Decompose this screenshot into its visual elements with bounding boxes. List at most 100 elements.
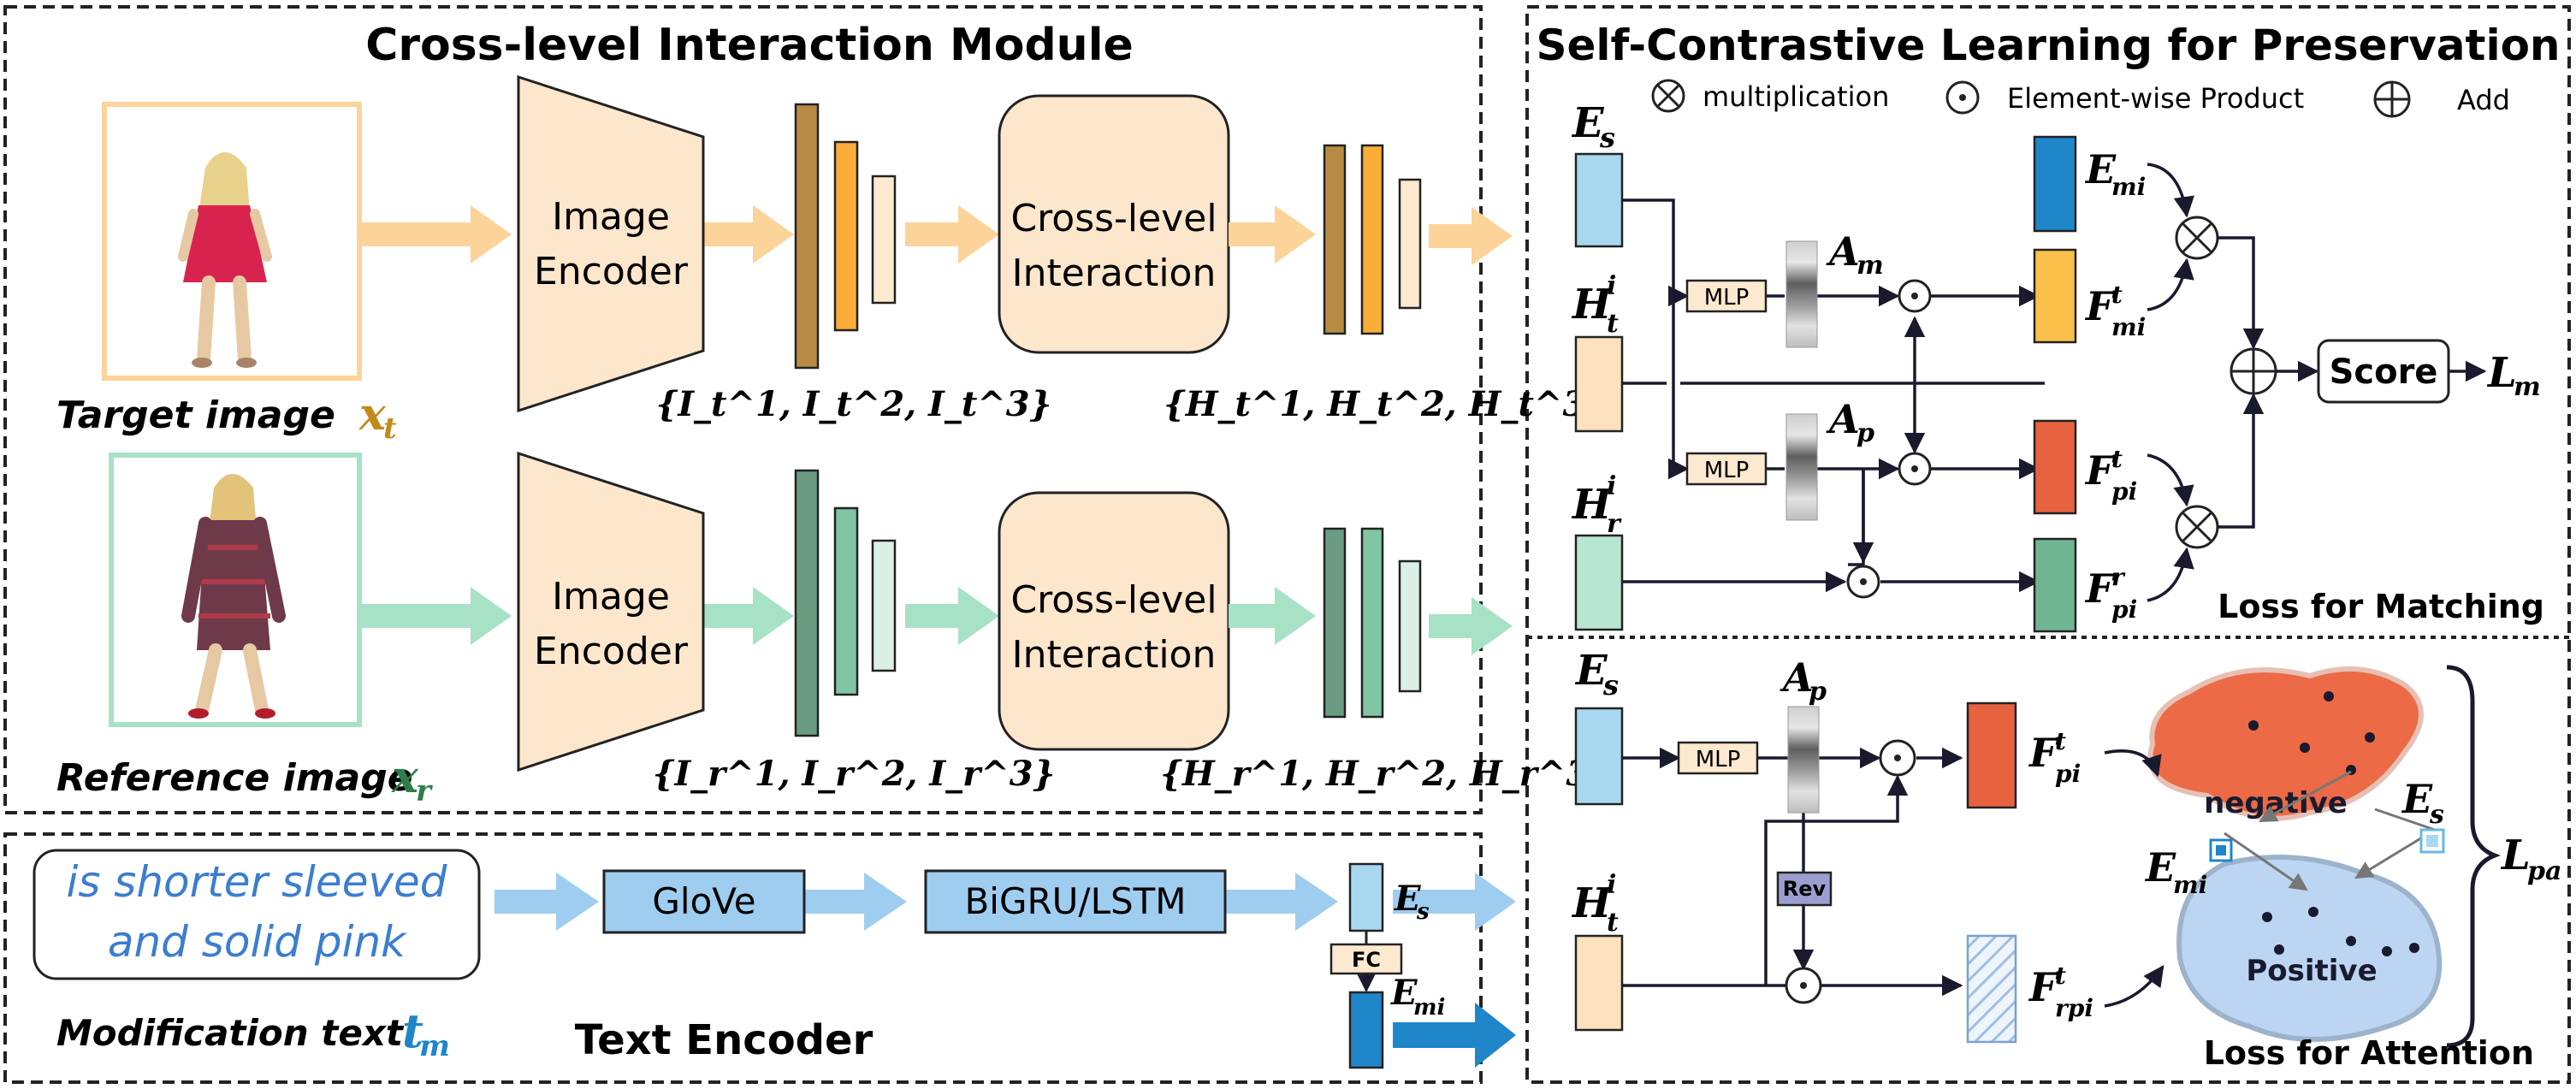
svg-text:p: p [1809,677,1827,707]
svg-text:Cross-level: Cross-level [1010,578,1217,622]
svg-text:pi: pi [2111,477,2137,506]
matching-flow-lines [1622,198,2045,593]
target-image-encoder: Image Encoder [517,74,705,413]
svg-text:m: m [419,1029,450,1063]
self-contrastive-title: Self-Contrastive Learning for Preservati… [1536,21,2560,70]
legend: multiplication Element-wise Product Add [1651,79,2510,118]
fpri-bar [2033,537,2077,633]
fpri-label: F r pi [2084,563,2137,624]
matching-hr-label: H i r [1571,471,1622,539]
svg-text:Modification text: Modification text [56,1012,405,1054]
svg-text:m: m [1856,251,1884,281]
reference-person-figure [181,474,286,719]
svg-text:i: i [1607,471,1616,501]
svg-text:Reference image: Reference image [56,756,413,800]
interaction-connector-arrows-green [1229,587,1316,645]
svg-text:A: A [1780,654,1814,701]
svg-text:m: m [2514,372,2541,402]
svg-text:t: t [1607,309,1619,339]
loss-for-attention-caption: Loss for Attention [2204,1034,2534,1072]
target-hidden-label: {H_t^1, H_t^2, H_t^3} [1164,384,1608,424]
svg-text:Rev: Rev [1783,877,1827,901]
svg-text:s: s [1416,899,1430,925]
svg-text:p: p [1856,418,1874,448]
svg-text:E: E [2144,844,2176,891]
svg-text:Image: Image [552,195,670,239]
matching-ht-bar [1574,335,1624,433]
interaction-connector-arrows [1229,205,1316,263]
matching-hr-bar [1574,534,1624,631]
es-square-icon [2419,828,2445,854]
target-image-caption: Target image x t [56,388,397,446]
svg-text:FC: FC [1352,948,1381,972]
matching-mlp-2: MLP [1685,452,1768,486]
attention-emi-label: E mi [2144,844,2207,899]
svg-text:x: x [391,751,419,803]
svg-text:x: x [358,388,387,441]
svg-text:r: r [416,774,433,808]
matching-mlp-1: MLP [1685,279,1768,313]
attention-flow-lines [1622,747,1963,997]
reference-arrow-3 [905,587,999,645]
reference-arrow-4 [1429,597,1513,655]
svg-text:GloVe: GloVe [652,880,755,922]
svg-text:mi: mi [2111,313,2146,341]
reference-hidden-label: {H_r^1, H_r^2, H_r^3} [1160,754,1612,794]
glove-box: GloVe [602,869,806,934]
emi-bar-matching [2033,135,2077,233]
svg-text:mi: mi [2111,173,2146,201]
loss-pa-label: L pa [2500,832,2561,886]
self-contrastive-panel-border [1525,5,2571,1084]
elementwise-legend-icon [1945,80,1980,115]
attention-elementwise-1 [1879,739,1916,777]
svg-text:Interaction: Interaction [1012,633,1217,677]
matching-es-label: E s [1571,99,1615,154]
svg-text:Score: Score [2330,352,2438,392]
am-label: A m [1826,228,1884,281]
svg-text:Target image: Target image [56,394,335,437]
svg-text:mi: mi [1413,995,1445,1021]
multiplication-legend-icon [1651,79,1685,113]
matching-mult-2 [2175,505,2219,549]
reference-image-caption: Reference image x r [56,751,433,808]
target-row-arrows [361,205,1513,265]
target-arrow-3 [905,205,999,263]
negative-label: negative [2204,786,2348,820]
reference-arrow-1 [361,587,512,645]
svg-text:t: t [1607,908,1619,938]
svg-text:Encoder: Encoder [534,250,689,293]
attention-curve-arrows [2104,749,2164,1008]
am-attention-map [1785,240,1818,348]
attention-es2-label: E s [2401,776,2444,830]
svg-text:H: H [1571,281,1613,328]
target-image [102,102,362,381]
matching-elementwise-2 [1898,452,1932,486]
svg-text:s: s [1602,669,1619,701]
add-legend-icon [2373,80,2411,118]
matching-mult-1 [2175,216,2219,260]
svg-text:MLP: MLP [1704,458,1750,483]
svg-text:t: t [2111,445,2123,473]
add-legend-label: Add [2457,84,2510,116]
matching-ht-label: H i t [1571,271,1619,339]
svg-text:s: s [1599,121,1615,154]
modification-text-box: is shorter sleeved and solid pink [33,849,481,980]
svg-text:t: t [383,411,397,446]
svg-text:t: t [2055,962,2066,990]
svg-text:F: F [2084,283,2117,329]
target-arrow-4-visible [1429,207,1513,265]
svg-text:A: A [1826,396,1860,442]
svg-text:MLP: MLP [1704,285,1750,311]
svg-text:rpi: rpi [2055,994,2093,1022]
attention-ap-map [1787,706,1820,814]
emi-bar [1348,991,1384,1069]
reference-feature-bars [794,469,897,737]
attention-elementwise-2 [1785,967,1822,1004]
multiplication-legend-label: multiplication [1703,80,1889,113]
positive-label: Positive [2246,954,2377,988]
svg-text:L: L [2500,832,2531,879]
cross-level-panel-border [3,5,1483,814]
svg-text:E: E [1394,879,1421,919]
matching-add [2230,347,2277,395]
